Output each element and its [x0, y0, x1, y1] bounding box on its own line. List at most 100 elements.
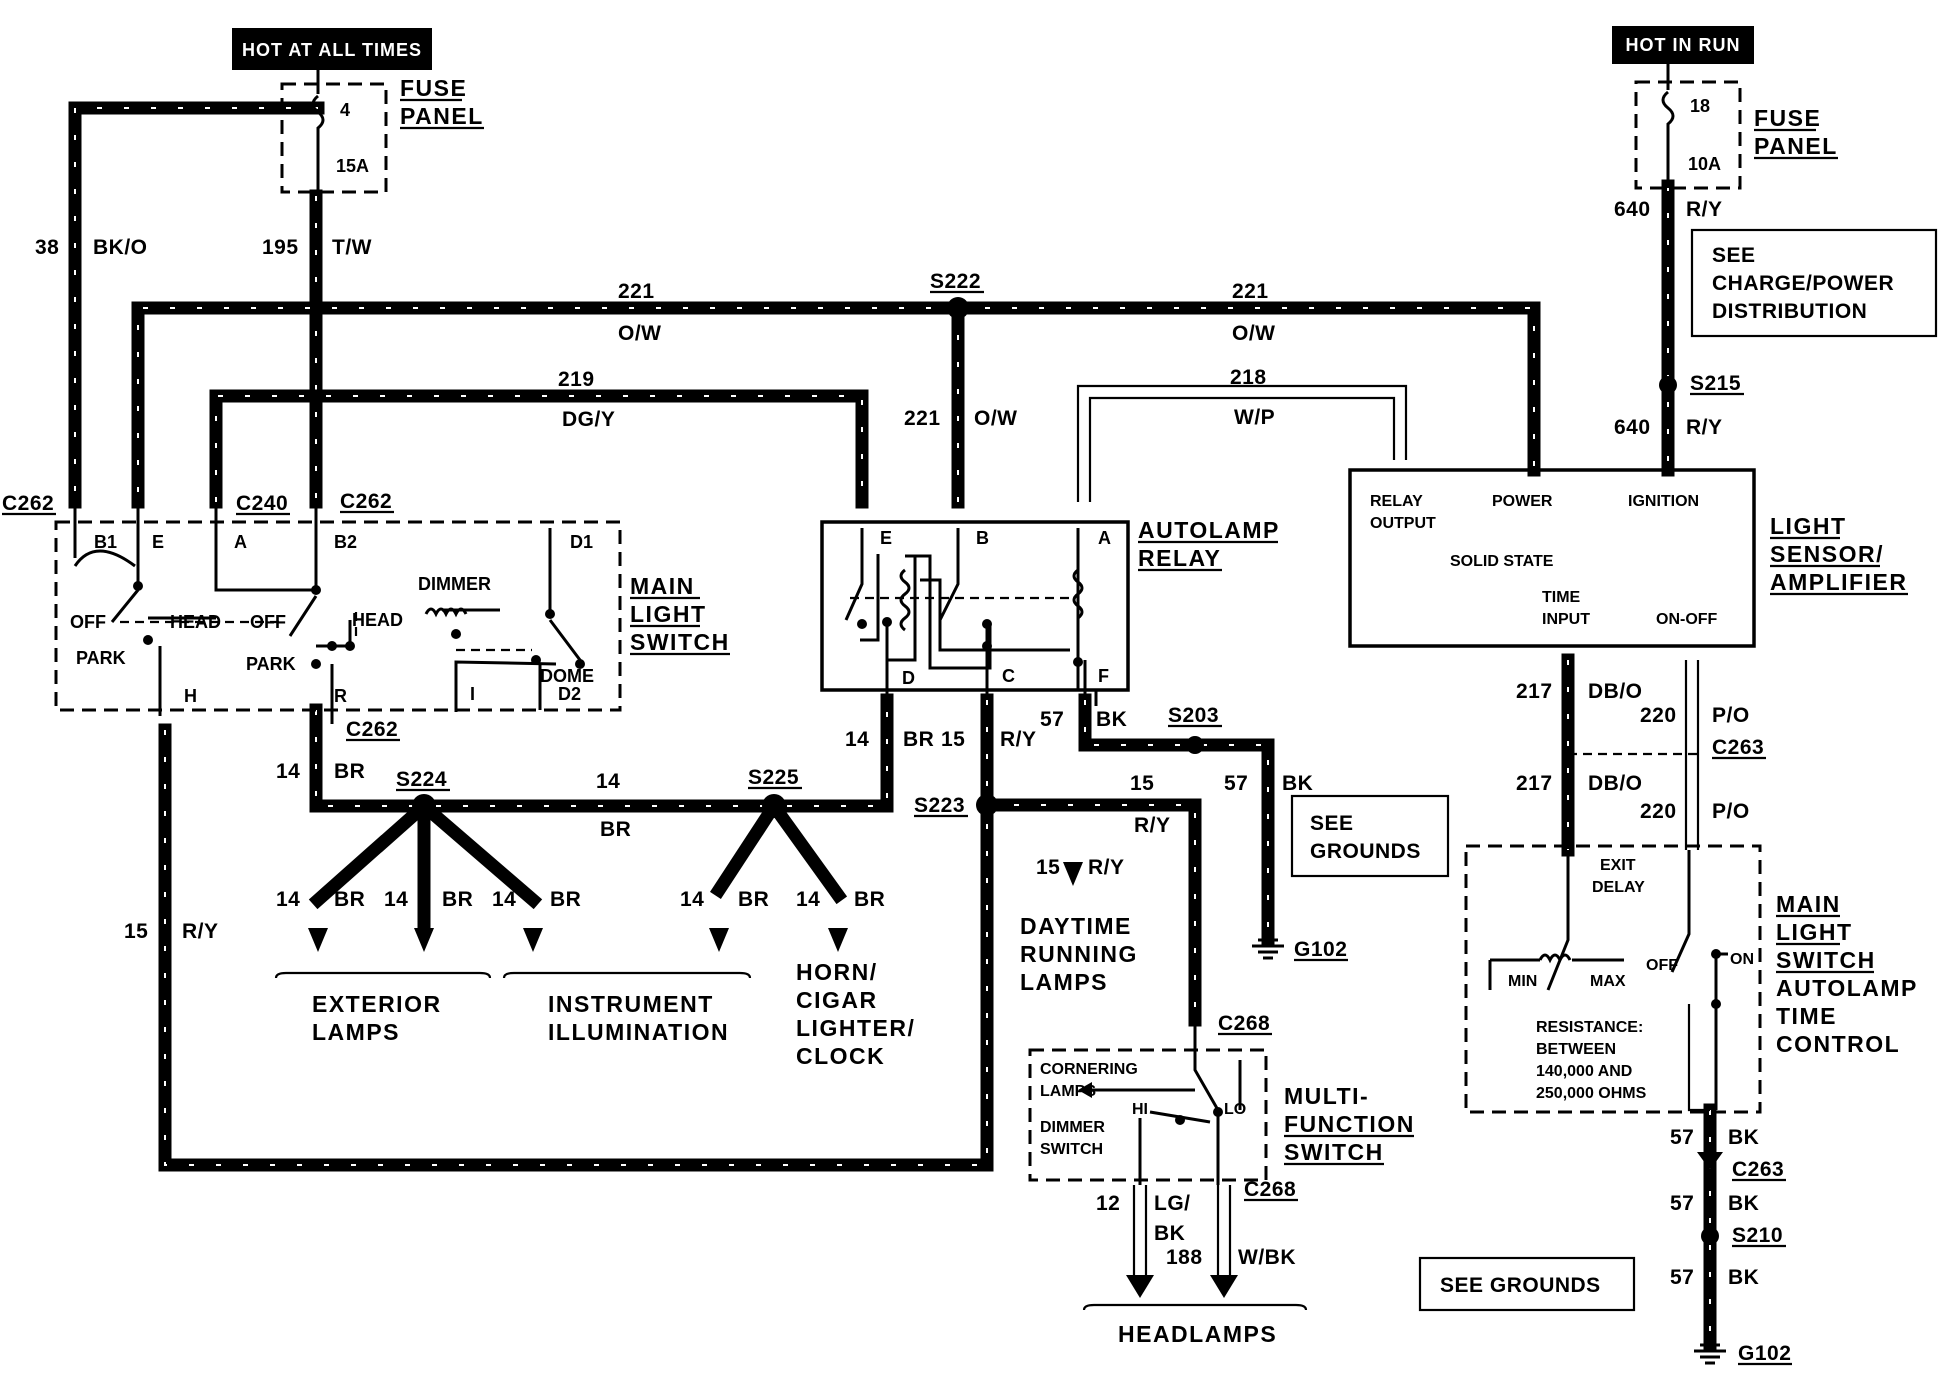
see-grounds-box-1: SEE GROUNDS	[1290, 794, 1450, 878]
splice-labels: S222 S224 S225 S223 S203 S215 S210	[396, 270, 1786, 1248]
svg-text:217: 217	[1516, 772, 1553, 795]
svg-text:RELAY: RELAY	[1138, 545, 1221, 571]
svg-text:14: 14	[796, 888, 820, 911]
svg-text:BK: BK	[1154, 1222, 1185, 1245]
svg-text:OUTPUT: OUTPUT	[1370, 515, 1436, 532]
svg-text:W/BK: W/BK	[1238, 1246, 1296, 1269]
svg-text:R/Y: R/Y	[1686, 416, 1723, 439]
fuse-panel-left-label-2: PANEL	[400, 103, 484, 129]
multi-function-switch: CORNERING LAMPS DIMMER SWITCH HI LO MULT…	[1028, 1020, 1415, 1185]
wire-57-relay	[1078, 693, 1275, 947]
svg-text:195: 195	[262, 236, 299, 259]
svg-text:P/O: P/O	[1712, 800, 1750, 823]
svg-text:BR: BR	[903, 728, 934, 751]
svg-text:CIGAR: CIGAR	[796, 987, 878, 1013]
svg-text:BK/O: BK/O	[93, 236, 148, 259]
svg-text:D1: D1	[570, 532, 593, 552]
connector-labels: C262 C240 C262 C262 C263 C263 C268 C268 …	[2, 490, 1792, 1366]
svg-text:C240: C240	[236, 492, 288, 515]
svg-text:SEE: SEE	[1712, 244, 1756, 267]
fuse-18-rating: 10A	[1688, 154, 1721, 174]
see-grounds-box-2: SEE GROUNDS	[1418, 1256, 1636, 1312]
svg-text:A: A	[1098, 528, 1111, 548]
svg-text:MAX: MAX	[1590, 973, 1626, 990]
svg-text:OFF: OFF	[70, 612, 106, 632]
svg-text:P/O: P/O	[1712, 704, 1750, 727]
wire-labels: 38 BK/O 195 T/W 221 O/W 221 O/W 221 O/W …	[35, 198, 1759, 1289]
svg-text:DG/Y: DG/Y	[562, 408, 615, 431]
svg-text:S223: S223	[914, 794, 965, 817]
svg-text:EXIT: EXIT	[1600, 857, 1636, 874]
wire-15-left	[158, 723, 994, 1172]
svg-text:ON-OFF: ON-OFF	[1656, 611, 1718, 628]
svg-text:SWITCH: SWITCH	[630, 629, 730, 655]
svg-text:FUNCTION: FUNCTION	[1284, 1111, 1415, 1137]
svg-text:14: 14	[276, 760, 300, 783]
svg-text:H: H	[184, 686, 197, 706]
wire-219	[209, 389, 869, 509]
svg-text:POWER: POWER	[1492, 493, 1553, 510]
svg-text:S215: S215	[1690, 372, 1741, 395]
svg-text:SWITCH: SWITCH	[1284, 1139, 1384, 1165]
svg-text:S222: S222	[930, 270, 981, 293]
daytime-running-label: DAYTIME	[1020, 913, 1132, 939]
svg-text:DIMMER: DIMMER	[1040, 1119, 1105, 1136]
svg-text:217: 217	[1516, 680, 1553, 703]
svg-text:LG/: LG/	[1154, 1192, 1191, 1215]
fuse-4-rating: 15A	[336, 156, 369, 176]
svg-text:R: R	[334, 686, 347, 706]
svg-text:C268: C268	[1244, 1178, 1296, 1201]
svg-text:MAIN: MAIN	[630, 573, 695, 599]
svg-text:BR: BR	[334, 760, 365, 783]
ground-g102-a: G102	[1294, 938, 1347, 961]
svg-text:TIME: TIME	[1776, 1003, 1837, 1029]
svg-text:ON: ON	[1730, 951, 1754, 968]
svg-text:CONTROL: CONTROL	[1776, 1031, 1900, 1057]
svg-text:OFF: OFF	[250, 612, 286, 632]
fuse-18-number: 18	[1690, 96, 1710, 116]
svg-text:DB/O: DB/O	[1588, 772, 1643, 795]
svg-text:BR: BR	[738, 888, 769, 911]
svg-text:MAIN: MAIN	[1776, 891, 1841, 917]
svg-text:220: 220	[1640, 800, 1677, 823]
svg-text:14: 14	[596, 770, 620, 793]
main-light-switch: B1 E A B2 D1 H R I D2 OFF HEAD PARK OFF …	[54, 502, 730, 724]
fuse-panel-right-label-1: FUSE	[1754, 105, 1821, 131]
svg-text:14: 14	[384, 888, 408, 911]
svg-text:LIGHT: LIGHT	[1776, 919, 1853, 945]
svg-text:188: 188	[1166, 1246, 1203, 1269]
svg-text:LAMPS: LAMPS	[1020, 969, 1108, 995]
svg-text:C263: C263	[1712, 736, 1764, 759]
svg-text:BR: BR	[550, 888, 581, 911]
svg-text:S210: S210	[1732, 1224, 1783, 1247]
svg-text:I: I	[470, 684, 475, 704]
see-charge-power-box: SEE CHARGE/POWER DISTRIBUTION	[1690, 228, 1938, 338]
autolamp-relay: E B A D C F AUTOLAMP RELAY	[820, 517, 1278, 706]
svg-text:219: 219	[558, 368, 595, 391]
svg-text:B: B	[976, 528, 989, 548]
svg-text:PARK: PARK	[76, 648, 126, 668]
svg-text:221: 221	[618, 280, 655, 303]
svg-text:LIGHT: LIGHT	[1770, 513, 1847, 539]
svg-text:MULTI-: MULTI-	[1284, 1083, 1369, 1109]
svg-text:DELAY: DELAY	[1592, 879, 1645, 896]
svg-text:SENSOR/: SENSOR/	[1770, 541, 1884, 567]
autolamp-time-control: EXIT DELAY MIN MAX OFF ON RESISTANCE: BE…	[1464, 844, 1916, 1114]
cornering-arrow	[1078, 1082, 1092, 1098]
svg-text:SWITCH: SWITCH	[1040, 1141, 1103, 1158]
svg-text:RUNNING: RUNNING	[1020, 941, 1138, 967]
svg-text:S203: S203	[1168, 704, 1219, 727]
svg-text:OFF: OFF	[1646, 957, 1678, 974]
fuse-panel-left: 4 15A FUSE PANEL	[280, 70, 484, 196]
fuse-panel-left-label-1: FUSE	[400, 75, 467, 101]
svg-text:SEE GROUNDS: SEE GROUNDS	[1440, 1274, 1601, 1297]
svg-text:LO: LO	[1224, 1101, 1246, 1118]
svg-text:C268: C268	[1218, 1012, 1270, 1035]
splice-dots	[412, 297, 1719, 1245]
svg-text:DISTRIBUTION: DISTRIBUTION	[1712, 300, 1867, 323]
svg-text:BK: BK	[1728, 1126, 1759, 1149]
svg-text:S225: S225	[748, 766, 799, 789]
svg-text:BK: BK	[1728, 1192, 1759, 1215]
svg-text:DB/O: DB/O	[1588, 680, 1643, 703]
